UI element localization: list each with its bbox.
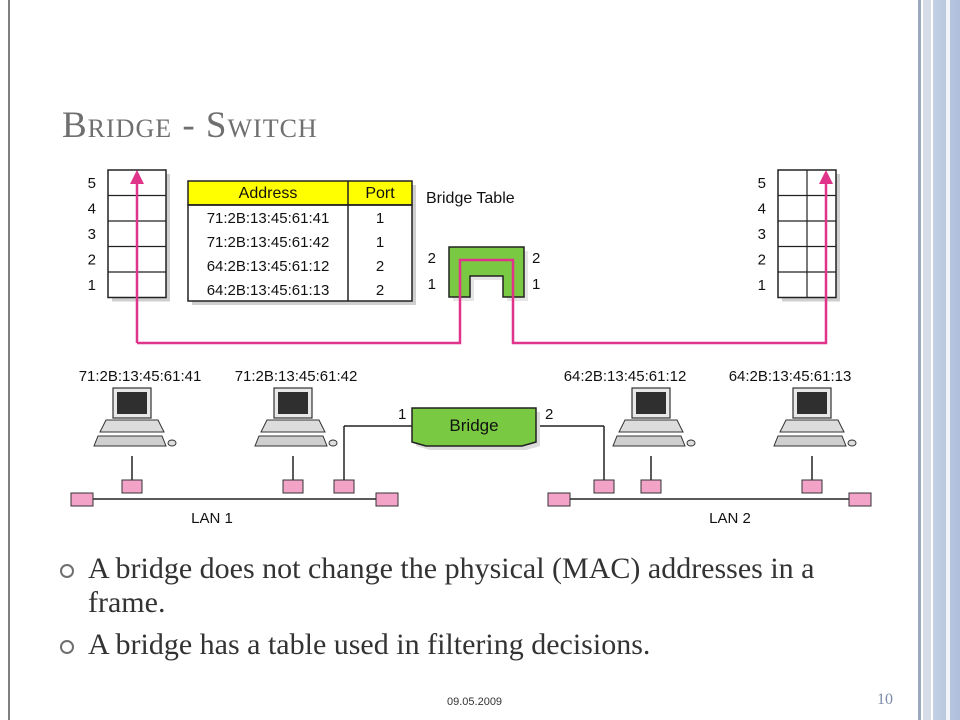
lan-connector: [593, 479, 615, 494]
bullet-ring-icon: [60, 640, 74, 654]
layer-label: 2: [758, 252, 766, 269]
switch-port-label: 2: [428, 250, 436, 267]
footer-date: 09.05.2009: [447, 696, 503, 708]
layer-label: 3: [758, 226, 766, 243]
frame-path: [130, 170, 833, 345]
monitor-screen: [797, 392, 827, 414]
bridge-label: Bridge: [449, 416, 498, 435]
cpu-base: [779, 419, 845, 433]
mouse: [847, 439, 857, 447]
mouse: [167, 439, 177, 447]
table-cell-address: 71:2B:13:45:61:41: [207, 210, 330, 227]
table-body-bg: [187, 204, 413, 302]
table-cell-port: 2: [376, 282, 384, 299]
table-cell-port: 1: [376, 234, 384, 251]
table-cell-address: 64:2B:13:45:61:13: [207, 282, 330, 299]
lan-connector: [333, 479, 355, 494]
cpu-base: [260, 419, 326, 433]
layer-label: 4: [88, 201, 96, 218]
bridge-body: [411, 407, 537, 447]
monitor-screen: [636, 392, 666, 414]
computer-icon: [773, 387, 857, 447]
switch-port-label: 1: [532, 276, 540, 293]
lan-label: LAN 2: [709, 510, 751, 527]
switch-device: 2 1 2 1: [428, 246, 540, 301]
mouse: [328, 439, 338, 447]
lan-terminator: [70, 492, 94, 507]
table-header-bg: [187, 180, 413, 206]
arrow-up-icon: [130, 170, 144, 184]
bullet-text: A bridge does not change the physical (M…: [88, 552, 815, 619]
keyboard: [254, 435, 328, 447]
switch-port-label: 1: [428, 276, 436, 293]
table-cell-port: 1: [376, 210, 384, 227]
monitor-screen: [117, 392, 147, 414]
monitor-screen: [278, 392, 308, 414]
bridge-table-label: Bridge Table: [426, 190, 515, 207]
switch-port-label: 2: [532, 250, 540, 267]
lan-connector: [282, 479, 304, 494]
bullet-item: A bridge has a table used in filtering d…: [60, 628, 860, 662]
bridge-device: Bridge 1 2: [343, 406, 605, 480]
slide-title: Bridge - Switch: [62, 105, 318, 146]
computer-icon: [93, 387, 177, 447]
layer-label: 4: [758, 201, 766, 218]
table-cell-port: 2: [376, 258, 384, 275]
left-rule: [8, 0, 10, 720]
lan-connector: [121, 479, 143, 494]
right-frame: [918, 0, 921, 720]
computer-icon: [612, 387, 696, 447]
layer-label: 1: [758, 277, 766, 294]
computer-icon: [254, 387, 338, 447]
keyboard: [612, 435, 686, 447]
lan-terminator: [375, 492, 399, 507]
arrow-up-icon: [819, 170, 833, 184]
frame-path-line: [137, 178, 828, 345]
bridge-table: Address Port 71:2B:13:45:61:41 1 71:2B:13:45…: [187, 180, 515, 305]
hosts: 71:2B:13:45:61:41 71:2B:13:45:61:42 64:2B:…: [79, 368, 857, 447]
bullet-item: A bridge does not change the physical (M…: [60, 552, 860, 620]
table-cell-address: 64:2B:13:45:61:12: [207, 258, 330, 275]
bullet-list: A bridge does not change the physical (M…: [60, 552, 860, 670]
right-frame-highlight: [946, 0, 950, 720]
host-mac-label: 64:2B:13:45:61:13: [729, 368, 852, 385]
layer-label: 5: [88, 175, 96, 192]
table-header-port: Port: [365, 185, 395, 202]
lan-connector: [640, 479, 662, 494]
page-number: 10: [877, 691, 893, 708]
right-frame-inner: [923, 0, 931, 720]
bridge-port-label: 2: [545, 406, 553, 423]
layer-label: 1: [88, 277, 96, 294]
host-mac-label: 71:2B:13:45:61:41: [79, 368, 202, 385]
table-cell-address: 71:2B:13:45:61:42: [207, 234, 330, 251]
protocol-stacks: 5 4 3 2 1 5 4 3 2 1: [88, 169, 840, 302]
lan-connector: [801, 479, 823, 494]
table-header-address: Address: [239, 185, 298, 202]
layer-label: 5: [758, 175, 766, 192]
lan-segments: LAN 1 LAN 2: [70, 456, 872, 527]
cpu-base: [618, 419, 684, 433]
host-mac-label: 64:2B:13:45:61:12: [564, 368, 687, 385]
host-mac-label: 71:2B:13:45:61:42: [235, 368, 358, 385]
bullet-text: A bridge has a table used in filtering d…: [88, 628, 651, 661]
bullet-ring-icon: [60, 564, 74, 578]
cpu-base: [99, 419, 165, 433]
keyboard: [93, 435, 167, 447]
mouse: [686, 439, 696, 447]
bridge-port-label: 1: [398, 406, 406, 423]
lan-label: LAN 1: [191, 510, 233, 527]
keyboard: [773, 435, 847, 447]
layer-label: 2: [88, 252, 96, 269]
layer-label: 3: [88, 226, 96, 243]
lan-terminator: [547, 492, 571, 507]
lan-terminator: [848, 492, 872, 507]
